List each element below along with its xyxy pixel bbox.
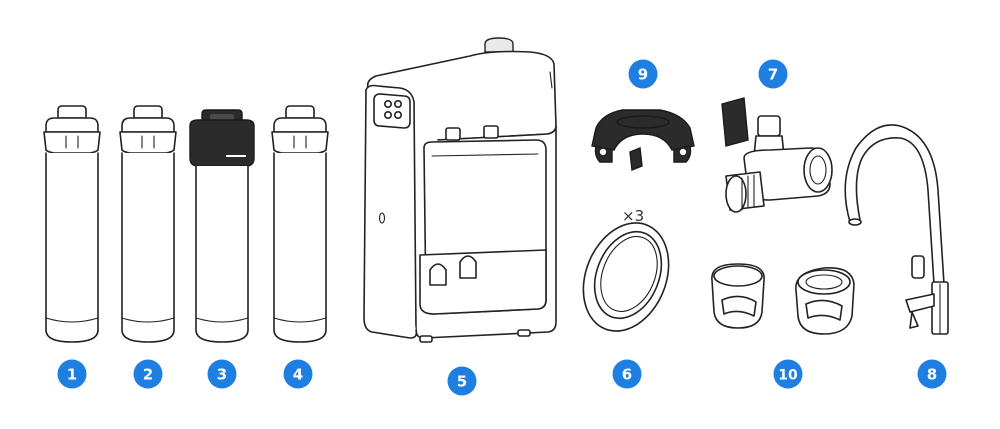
filter-cartridge-1 — [43, 105, 101, 343]
quick-connect-adapter-pair — [711, 263, 855, 335]
part-number-badge-2: 2 — [133, 359, 163, 389]
drain-saddle-clamp — [591, 109, 695, 171]
part-number: 4 — [293, 366, 303, 384]
part-number: 1 — [67, 366, 77, 384]
ball-valve-tee — [721, 97, 833, 213]
part-number: 9 — [638, 66, 648, 84]
part-number-badge-9: 9 — [628, 59, 658, 89]
filter-cartridge-4 — [271, 105, 329, 343]
part-number-badge-7: 7 — [758, 59, 788, 89]
part-number: 8 — [927, 366, 937, 384]
part-number: 6 — [622, 366, 632, 384]
sealing-ring — [582, 222, 670, 332]
filtration-unit-housing — [363, 37, 557, 343]
part-number: 10 — [778, 368, 798, 384]
part-number: 3 — [217, 366, 227, 384]
part-number-badge-5: 5 — [447, 366, 477, 396]
filter-cartridge-2 — [119, 105, 177, 343]
part-number-badge-3: 3 — [207, 359, 237, 389]
part-number-badge-6: 6 — [612, 359, 642, 389]
part-number: 2 — [143, 366, 153, 384]
part-number: 5 — [457, 373, 467, 391]
part-number-badge-8: 8 — [917, 359, 947, 389]
part-number: 7 — [768, 66, 778, 84]
part-number-badge-1: 1 — [57, 359, 87, 389]
part-number-badge-10: 10 — [773, 359, 803, 389]
filter-cartridge-3 — [189, 109, 255, 343]
faucet — [844, 124, 949, 335]
part-number-badge-4: 4 — [283, 359, 313, 389]
quantity-label: ×3 — [622, 207, 644, 225]
